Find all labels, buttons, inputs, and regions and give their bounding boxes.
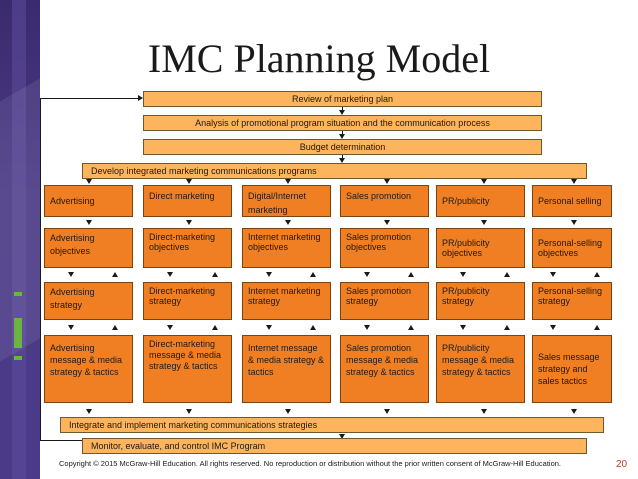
connector-arrow: [285, 409, 291, 414]
box-personal-selling: Personal selling: [532, 185, 612, 217]
connector-arrow: [594, 272, 600, 277]
connector-arrow: [68, 325, 74, 330]
bar-budget: Budget determination: [143, 139, 542, 155]
box-personal-selling-tactics: Sales message strategy and sales tactics: [532, 335, 612, 403]
box-personal-selling-strategy: Personal-selling strategy: [532, 282, 612, 320]
box-advertising-strategy: Advertising strategy: [44, 282, 133, 320]
connector-arrow: [339, 134, 345, 139]
connector-arrow: [186, 220, 192, 225]
box-direct-marketing-objectives: Direct-marketing objectives: [143, 228, 232, 268]
connector-line: [342, 155, 343, 159]
bar-analysis: Analysis of promotional program situatio…: [143, 115, 542, 131]
connector-arrow: [339, 110, 345, 115]
connector-arrow: [384, 220, 390, 225]
box-sales-promotion-objectives: Sales promotion objectives: [340, 228, 429, 268]
connector-arrow: [481, 179, 487, 184]
connector-arrow: [408, 325, 414, 330]
green-accent-3: [14, 356, 22, 360]
bar-integrate: Integrate and implement marketing commun…: [60, 417, 604, 433]
connector-arrow: [364, 325, 370, 330]
box-internet-objectives: Internet marketing objectives: [242, 228, 331, 268]
connector-arrow: [266, 272, 272, 277]
bar-review: Review of marketing plan: [143, 91, 542, 107]
connector-arrow: [68, 272, 74, 277]
box-pr-strategy: PR/publicity strategy: [436, 282, 525, 320]
connector-arrow: [112, 272, 118, 277]
connector-arrow: [86, 220, 92, 225]
bar-develop: Develop integrated marketing communicati…: [82, 163, 587, 179]
feedback-arrow-right: [138, 95, 143, 101]
box-personal-selling-objectives: Personal-selling objectives: [532, 228, 612, 268]
connector-line: [342, 131, 343, 135]
connector-arrow: [167, 272, 173, 277]
band-diagonal: [0, 66, 60, 374]
connector-arrow: [481, 409, 487, 414]
connector-arrow: [550, 272, 556, 277]
page-number: 20: [616, 459, 628, 470]
copyright-text: Copyright © 2015 McGraw-Hill Education. …: [59, 459, 561, 468]
box-pr-tactics: PR/publicity message & media strategy & …: [436, 335, 525, 403]
connector-line: [342, 107, 343, 111]
connector-arrow: [212, 325, 218, 330]
connector-arrow: [571, 409, 577, 414]
feedback-line-bottom: [40, 440, 82, 441]
box-internet-strategy: Internet marketing strategy: [242, 282, 331, 320]
green-accent-2: [14, 318, 22, 348]
box-pr-objectives: PR/publicity objectives: [436, 228, 525, 268]
box-direct-marketing: Direct marketing: [143, 185, 232, 217]
box-advertising: Advertising: [44, 185, 133, 217]
connector-arrow: [571, 179, 577, 184]
connector-arrow: [408, 272, 414, 277]
connector-arrow: [285, 179, 291, 184]
box-internet-tactics: Internet message & media strategy & tact…: [242, 335, 331, 403]
box-direct-marketing-tactics: Direct-marketing message & media strateg…: [143, 335, 232, 403]
connector-arrow: [481, 220, 487, 225]
connector-arrow: [339, 434, 345, 439]
box-digital-internet: Digital/Internet marketing: [242, 185, 331, 217]
connector-arrow: [460, 272, 466, 277]
bar-monitor: Monitor, evaluate, and control IMC Progr…: [82, 438, 587, 454]
connector-arrow: [285, 220, 291, 225]
connector-arrow: [504, 272, 510, 277]
box-direct-marketing-strategy: Direct-marketing strategy: [143, 282, 232, 320]
feedback-line-vertical: [40, 98, 41, 440]
connector-arrow: [339, 158, 345, 163]
box-sales-promotion-strategy: Sales promotion strategy: [340, 282, 429, 320]
connector-arrow: [310, 272, 316, 277]
connector-arrow: [571, 220, 577, 225]
green-accent-1: [14, 292, 22, 296]
box-advertising-tactics: Advertising message & media strategy & t…: [44, 335, 133, 403]
connector-arrow: [266, 325, 272, 330]
connector-arrow: [86, 179, 92, 184]
connector-arrow: [310, 325, 316, 330]
connector-arrow: [212, 272, 218, 277]
connector-arrow: [186, 179, 192, 184]
box-sales-promotion: Sales promotion: [340, 185, 429, 217]
connector-arrow: [384, 409, 390, 414]
connector-arrow: [460, 325, 466, 330]
box-sales-promotion-tactics: Sales promotion message & media strategy…: [340, 335, 429, 403]
connector-arrow: [86, 409, 92, 414]
box-advertising-objectives: Advertising objectives: [44, 228, 133, 268]
connector-arrow: [167, 325, 173, 330]
connector-arrow: [504, 325, 510, 330]
connector-arrow: [364, 272, 370, 277]
box-pr-publicity: PR/publicity: [436, 185, 525, 217]
connector-arrow: [384, 179, 390, 184]
connector-arrow: [594, 325, 600, 330]
page-title: IMC Planning Model: [147, 36, 491, 81]
feedback-line-top: [40, 98, 138, 99]
connector-arrow: [550, 325, 556, 330]
connector-arrow: [112, 325, 118, 330]
connector-arrow: [186, 409, 192, 414]
